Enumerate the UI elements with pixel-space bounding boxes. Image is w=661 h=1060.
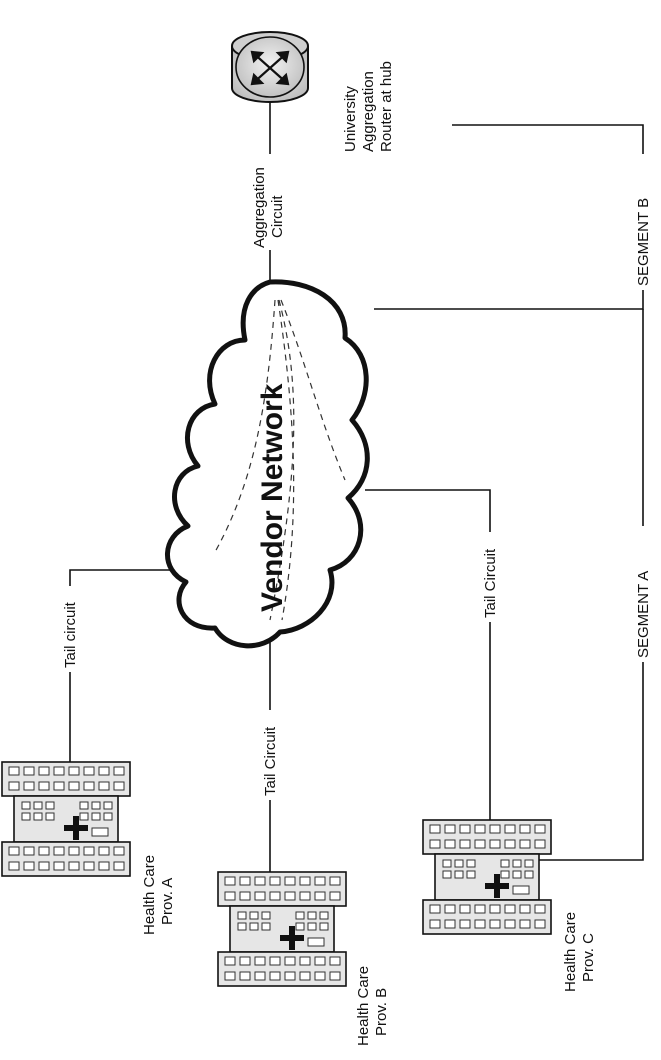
segment-b-label: SEGMENT B xyxy=(634,154,654,290)
hospital-building-icon xyxy=(423,820,551,934)
svg-text:Tail Circuit: Tail Circuit xyxy=(482,548,499,618)
hospital-c: Health Care Prov. C xyxy=(423,820,597,992)
hospital-building-icon xyxy=(218,872,346,986)
svg-text:SEGMENT A: SEGMENT A xyxy=(635,571,652,658)
vendor-network-cloud: Vendor Network xyxy=(165,279,370,649)
aggregation-label-line-1: Aggregation xyxy=(251,167,268,248)
svg-text:SEGMENT B: SEGMENT B xyxy=(635,198,652,286)
segment-a-bracket xyxy=(520,309,644,861)
hospital-building-icon xyxy=(2,762,130,876)
svg-text:Health Care: Health Care xyxy=(141,855,158,935)
router-label-line-3: Router at hub xyxy=(378,61,395,152)
segment-a-label: SEGMENT A xyxy=(634,526,654,662)
aggregation-circuit-label: Aggregation Circuit xyxy=(250,154,288,250)
svg-text:Tail Circuit: Tail Circuit xyxy=(262,726,279,796)
university-router xyxy=(231,31,309,103)
hospital-b-label: Health Care Prov. B xyxy=(355,966,390,1046)
svg-text:Health Care: Health Care xyxy=(355,966,372,1046)
router-arrows-icon xyxy=(250,50,290,86)
virtual-circuit-lines xyxy=(214,299,346,621)
tail-circuit-a-label: Tail circuit xyxy=(61,586,81,672)
svg-text:Prov. A: Prov. A xyxy=(159,878,176,925)
segment-b-bracket xyxy=(374,124,644,310)
svg-text:Prov. B: Prov. B xyxy=(373,988,390,1036)
tail-circuit-c-label: Tail Circuit xyxy=(481,532,501,622)
hospital-b: Health Care Prov. B xyxy=(218,872,390,1046)
tail-circuit-c-line xyxy=(365,489,491,820)
router-label-line-1: University xyxy=(342,86,359,152)
svg-text:Prov. C: Prov. C xyxy=(580,933,597,982)
hospital-a-label: Health Care Prov. A xyxy=(141,855,176,935)
tail-circuit-b-label: Tail Circuit xyxy=(261,710,281,800)
hospital-a: Health Care Prov. A xyxy=(2,762,176,935)
router-label-line-2: Aggregation xyxy=(360,71,377,152)
router-label: University Aggregation Router at hub xyxy=(342,61,395,152)
aggregation-label-line-2: Circuit xyxy=(269,195,286,238)
hospital-c-label: Health Care Prov. C xyxy=(562,912,597,992)
svg-text:Health Care: Health Care xyxy=(562,912,579,992)
svg-text:Tail circuit: Tail circuit xyxy=(62,601,79,668)
vendor-network-label: Vendor Network xyxy=(256,383,289,612)
